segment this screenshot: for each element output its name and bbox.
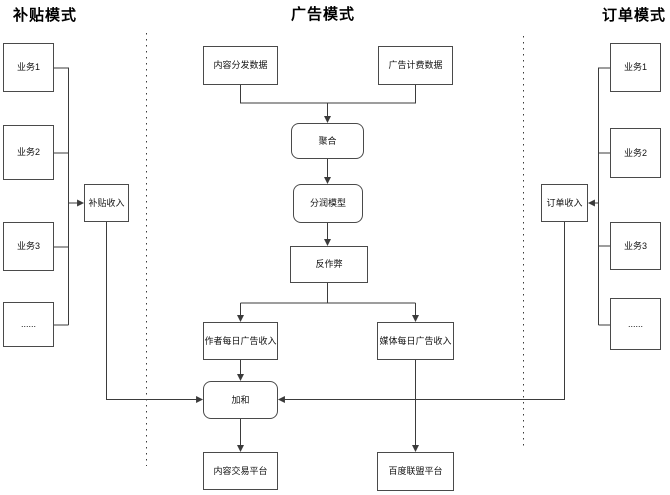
- node-right-business-1: 业务1: [610, 43, 661, 92]
- node-profit-model: 分润模型: [293, 184, 363, 223]
- section-title-order-mode: 订单模式: [602, 7, 667, 24]
- edge-left-businesses-trunk: [54, 67, 69, 326]
- node-anti-cheat: 反作弊: [290, 246, 368, 283]
- node-aggregate: 聚合: [291, 123, 364, 159]
- section-title-subsidy-mode: 补贴模式: [13, 7, 78, 24]
- edge-anticheat-split: [240, 283, 416, 304]
- node-baidu-union-platform: 百度联盟平台: [377, 452, 454, 491]
- node-left-business-2: 业务2: [3, 125, 54, 180]
- node-right-business-more: ......: [610, 298, 661, 350]
- node-left-business-1: 业务1: [3, 43, 54, 92]
- node-content-trade-platform: 内容交易平台: [203, 452, 278, 490]
- node-ad-billing-data: 广告计费数据: [378, 46, 453, 85]
- section-title-ad-mode: 广告模式: [291, 6, 356, 23]
- node-left-business-more: ......: [3, 302, 54, 347]
- node-author-daily-ad-income: 作者每日广告收入: [203, 322, 278, 360]
- node-right-business-3: 业务3: [610, 222, 661, 270]
- node-subsidy-income: 补贴收入: [84, 184, 129, 222]
- node-order-income: 订单收入: [541, 184, 588, 222]
- node-media-daily-ad-income: 媒体每日广告收入: [377, 322, 454, 360]
- node-left-business-3: 业务3: [3, 222, 54, 271]
- edge-subsidy-income-to-sum: [106, 222, 204, 403]
- edge-right-businesses-trunk: [598, 67, 610, 326]
- edge-sources-merge: [240, 85, 416, 104]
- node-sum: 加和: [203, 381, 278, 419]
- node-content-distribution-data: 内容分发数据: [203, 46, 278, 85]
- node-right-business-2: 业务2: [610, 128, 661, 178]
